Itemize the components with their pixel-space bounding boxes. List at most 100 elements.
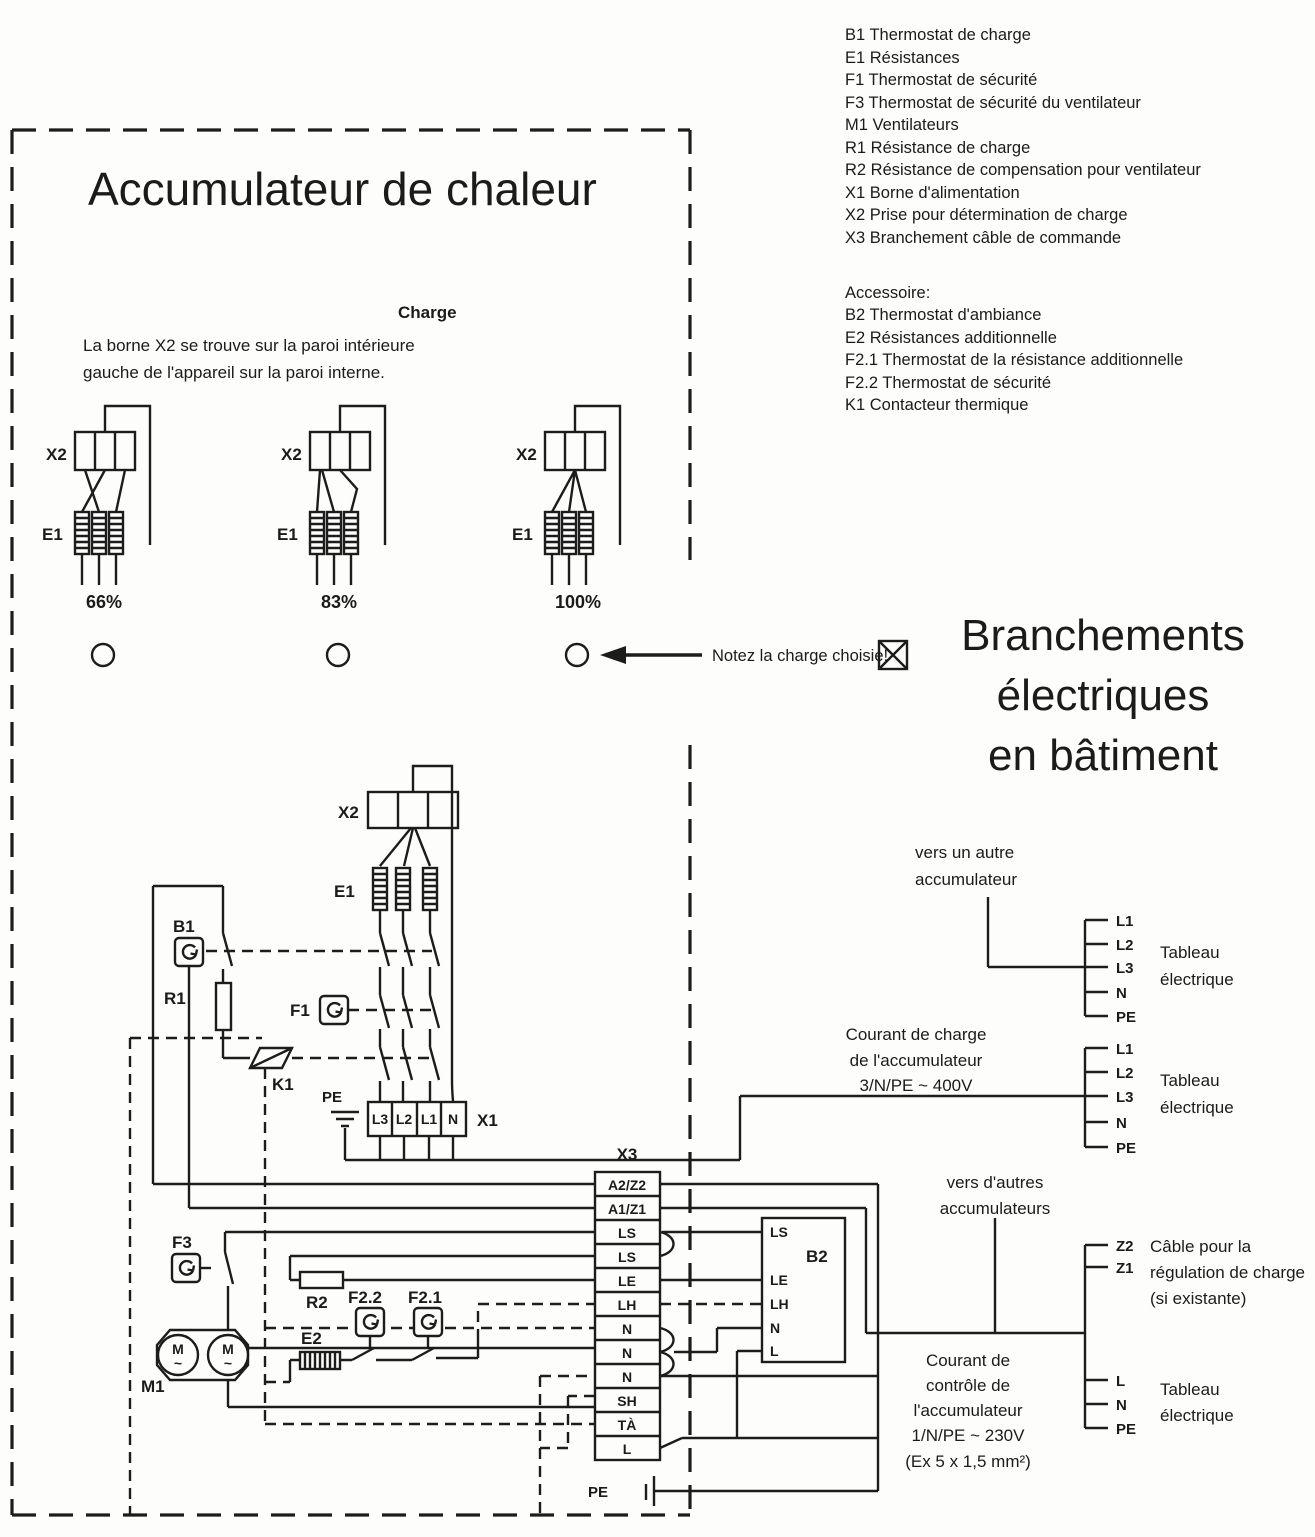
panel-label: Tableau: [1160, 943, 1220, 962]
comb-pin-label: L3: [1116, 1089, 1134, 1106]
charge-mark-circle: [90, 642, 116, 668]
b2-pin-label: LS: [770, 1224, 788, 1240]
charge-note-line: gauche de l'appareil sur la paroi intern…: [83, 363, 385, 382]
comb-pin-label: L3: [1116, 960, 1134, 977]
legend-item: B1 Thermostat de charge: [845, 26, 1031, 44]
panel-label: Tableau: [1160, 1380, 1220, 1399]
m1-motor-1: [156, 1333, 200, 1377]
legend-item: F1 Thermostat de sécurité: [845, 71, 1037, 89]
phase-lead: [378, 910, 391, 1102]
x3-cell-label: N: [622, 1369, 632, 1385]
x3-cell-label: N: [622, 1345, 632, 1361]
comb-pin-label: PE: [1116, 1140, 1136, 1157]
b2-box: [760, 1216, 847, 1364]
x1-cell-label: L2: [396, 1111, 413, 1127]
x2-label: X2: [516, 445, 537, 464]
charge-note-line: La borne X2 se trouve sur la paroi intér…: [83, 336, 415, 355]
f1-label: F1: [290, 1001, 310, 1020]
x3-cell-label: N: [622, 1321, 632, 1337]
e1-label: E1: [512, 525, 533, 544]
x2-terminal-block: [308, 430, 372, 472]
panel-comb-2: [1083, 1046, 1108, 1149]
x3-cell-label: SH: [617, 1393, 636, 1409]
variant-100: X2 E1 100%: [512, 404, 622, 668]
control-feed-text: contrôle de: [926, 1376, 1010, 1395]
x2-label: X2: [338, 803, 359, 822]
b2-thermostat: B2 LS LE LH N L: [660, 1216, 847, 1438]
f1-thermostat-icon: [318, 994, 350, 1026]
r2-resistor: [298, 1270, 345, 1290]
fan-aux-circuit: F3 M ~ M ~ M1 R2 E2 F2.2 F2.1: [141, 1230, 595, 1515]
legend-item: R1 Résistance de charge: [845, 139, 1030, 157]
charge-feed-text: 3/N/PE ~ 400V: [860, 1076, 974, 1095]
x2-label: X2: [46, 445, 67, 464]
panel-label: électrique: [1160, 970, 1234, 989]
x3-cell-label: A2/Z2: [608, 1177, 646, 1193]
z-comb-and-control-comb: [1083, 1243, 1108, 1430]
legend: B1 Thermostat de charge E1 Résistances F…: [845, 26, 1201, 414]
boundary-dashed-box: [10, 128, 692, 1517]
motor-m: M: [222, 1341, 234, 1357]
k1-label: K1: [272, 1075, 294, 1094]
b2-label: B2: [806, 1247, 828, 1266]
panel-comb-1: [1083, 918, 1108, 1018]
pe-bottom-label: PE: [588, 1484, 608, 1501]
cable-reg-text: Câble pour la: [1150, 1237, 1252, 1256]
lh-dashed-wire: [476, 1302, 595, 1340]
bridge-loop: [103, 404, 152, 545]
legend-item: R2 Résistance de compensation pour venti…: [845, 161, 1201, 179]
comb-pin-label: L2: [1116, 937, 1134, 954]
motor-m: M: [172, 1341, 184, 1357]
motor-tilde: ~: [224, 1355, 232, 1371]
arrow-left-icon: [600, 646, 626, 664]
x1-cell-label: L1: [421, 1111, 438, 1127]
control-cable-wires: PE: [588, 1182, 1085, 1506]
sh-dashed-branch: [538, 1374, 595, 1515]
control-feed-text: 1/N/PE ~ 230V: [912, 1426, 1026, 1445]
legend-accessory-item: E2 Résistances additionnelle: [845, 329, 1057, 347]
comb-pin-label: L2: [1116, 1065, 1134, 1082]
comb-pin-label: L: [1116, 1373, 1125, 1390]
f22-label: F2.2: [348, 1288, 382, 1307]
b2-pin-label: LH: [770, 1296, 789, 1312]
legend-accessory-item: B2 Thermostat d'ambiance: [845, 306, 1041, 324]
x1-cell-label: N: [448, 1111, 458, 1127]
comb-pin-label: L1: [1116, 1041, 1134, 1058]
control-feed-text: (Ex 5 x 1,5 mm²): [905, 1452, 1031, 1471]
x3-cell-label: LE: [618, 1273, 636, 1289]
variant-wiring: [550, 469, 588, 513]
variant-66: X2 E1 66%: [42, 404, 152, 668]
legend-item: F3 Thermostat de sécurité du ventilateur: [845, 94, 1141, 112]
building-side: vers un autre accumulateur L1 L2 L3 N PE…: [846, 843, 1305, 1471]
panel-label: Tableau: [1160, 1071, 1220, 1090]
checked-box-icon: [877, 639, 909, 671]
e1-fan-wiring: [379, 827, 432, 867]
main-title-line: Branchements: [961, 611, 1245, 660]
percent-label: 100%: [555, 592, 601, 612]
r1-resistor: [214, 981, 233, 1032]
r2-label: R2: [306, 1293, 328, 1312]
charge-mark-circle: [325, 642, 351, 668]
x3-cell-label: LS: [618, 1225, 636, 1241]
main-title-line: électriques: [997, 671, 1210, 720]
panel-label: électrique: [1160, 1098, 1234, 1117]
bridge-loop: [411, 764, 455, 1103]
main-title-line: en bâtiment: [988, 731, 1218, 780]
b1-thermostat-icon: [173, 936, 205, 968]
phase-lead: [428, 910, 441, 1102]
x1-label: X1: [477, 1111, 498, 1130]
to-other-accumulators-text: vers d'autres: [947, 1173, 1044, 1192]
x3-cell-label: LH: [618, 1297, 637, 1313]
b2-pin-label: LE: [770, 1272, 788, 1288]
percent-label: 83%: [321, 592, 357, 612]
charge-heading: Charge: [398, 303, 457, 322]
comb-pin-label: N: [1116, 1115, 1127, 1132]
comb-pin-label: N: [1116, 1397, 1127, 1414]
cable-reg-text: (si existante): [1150, 1289, 1246, 1308]
variant-83: X2 E1 83%: [277, 404, 387, 668]
x3-cell-label: TÀ: [618, 1417, 637, 1433]
comb-pin-label: PE: [1116, 1009, 1136, 1026]
charge-feed-text: Courant de charge: [846, 1025, 987, 1044]
x3-cell-label: L: [623, 1441, 632, 1457]
